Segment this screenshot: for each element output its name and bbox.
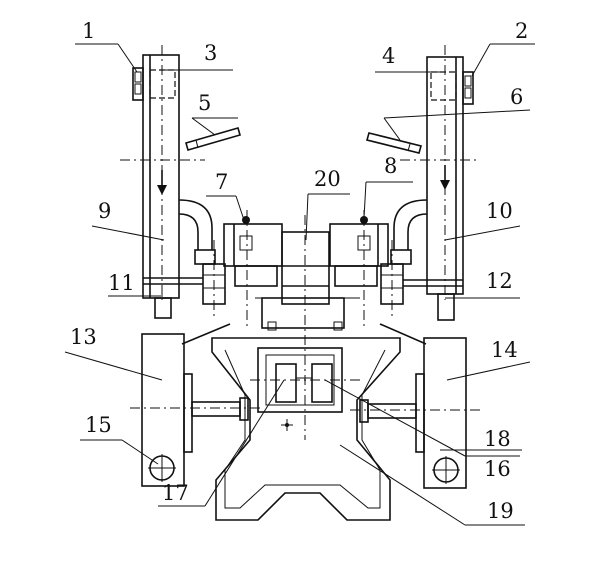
right-wheel-unit [350,337,480,489]
labels: 1 2 3 4 5 6 7 8 9 10 11 12 13 14 15 16 1… [70,19,528,523]
label-15: 15 [85,413,112,437]
label-10: 10 [486,199,513,223]
left-arm [181,323,231,345]
central-unit [255,215,360,440]
right-motor [329,210,389,330]
label-16: 16 [484,457,511,481]
label-13: 13 [70,325,97,349]
left-column [120,45,205,319]
right-column [400,45,480,321]
left-motor [223,210,283,330]
label-19: 19 [487,499,514,523]
right-rod [366,132,422,154]
left-wheel-unit [130,333,260,487]
left-elbow [178,199,226,320]
label-8: 8 [384,154,397,178]
label-3: 3 [204,41,217,65]
label-9: 9 [98,199,111,223]
label-12: 12 [486,269,513,293]
label-18: 18 [484,427,511,451]
label-1: 1 [82,19,95,43]
label-14: 14 [491,338,518,362]
label-5: 5 [198,91,211,115]
label-17: 17 [162,481,189,505]
label-4: 4 [382,44,395,68]
label-6: 6 [510,85,523,109]
label-11: 11 [108,271,135,295]
left-rod [185,127,241,151]
lower-frame [211,337,401,521]
label-7: 7 [215,170,228,194]
label-20: 20 [314,167,341,191]
label-2: 2 [515,19,528,43]
leader-lines [64,43,535,526]
right-side-device [462,71,474,105]
left-side-device [132,67,144,101]
right-arm [379,323,427,345]
right-elbow [380,199,428,320]
